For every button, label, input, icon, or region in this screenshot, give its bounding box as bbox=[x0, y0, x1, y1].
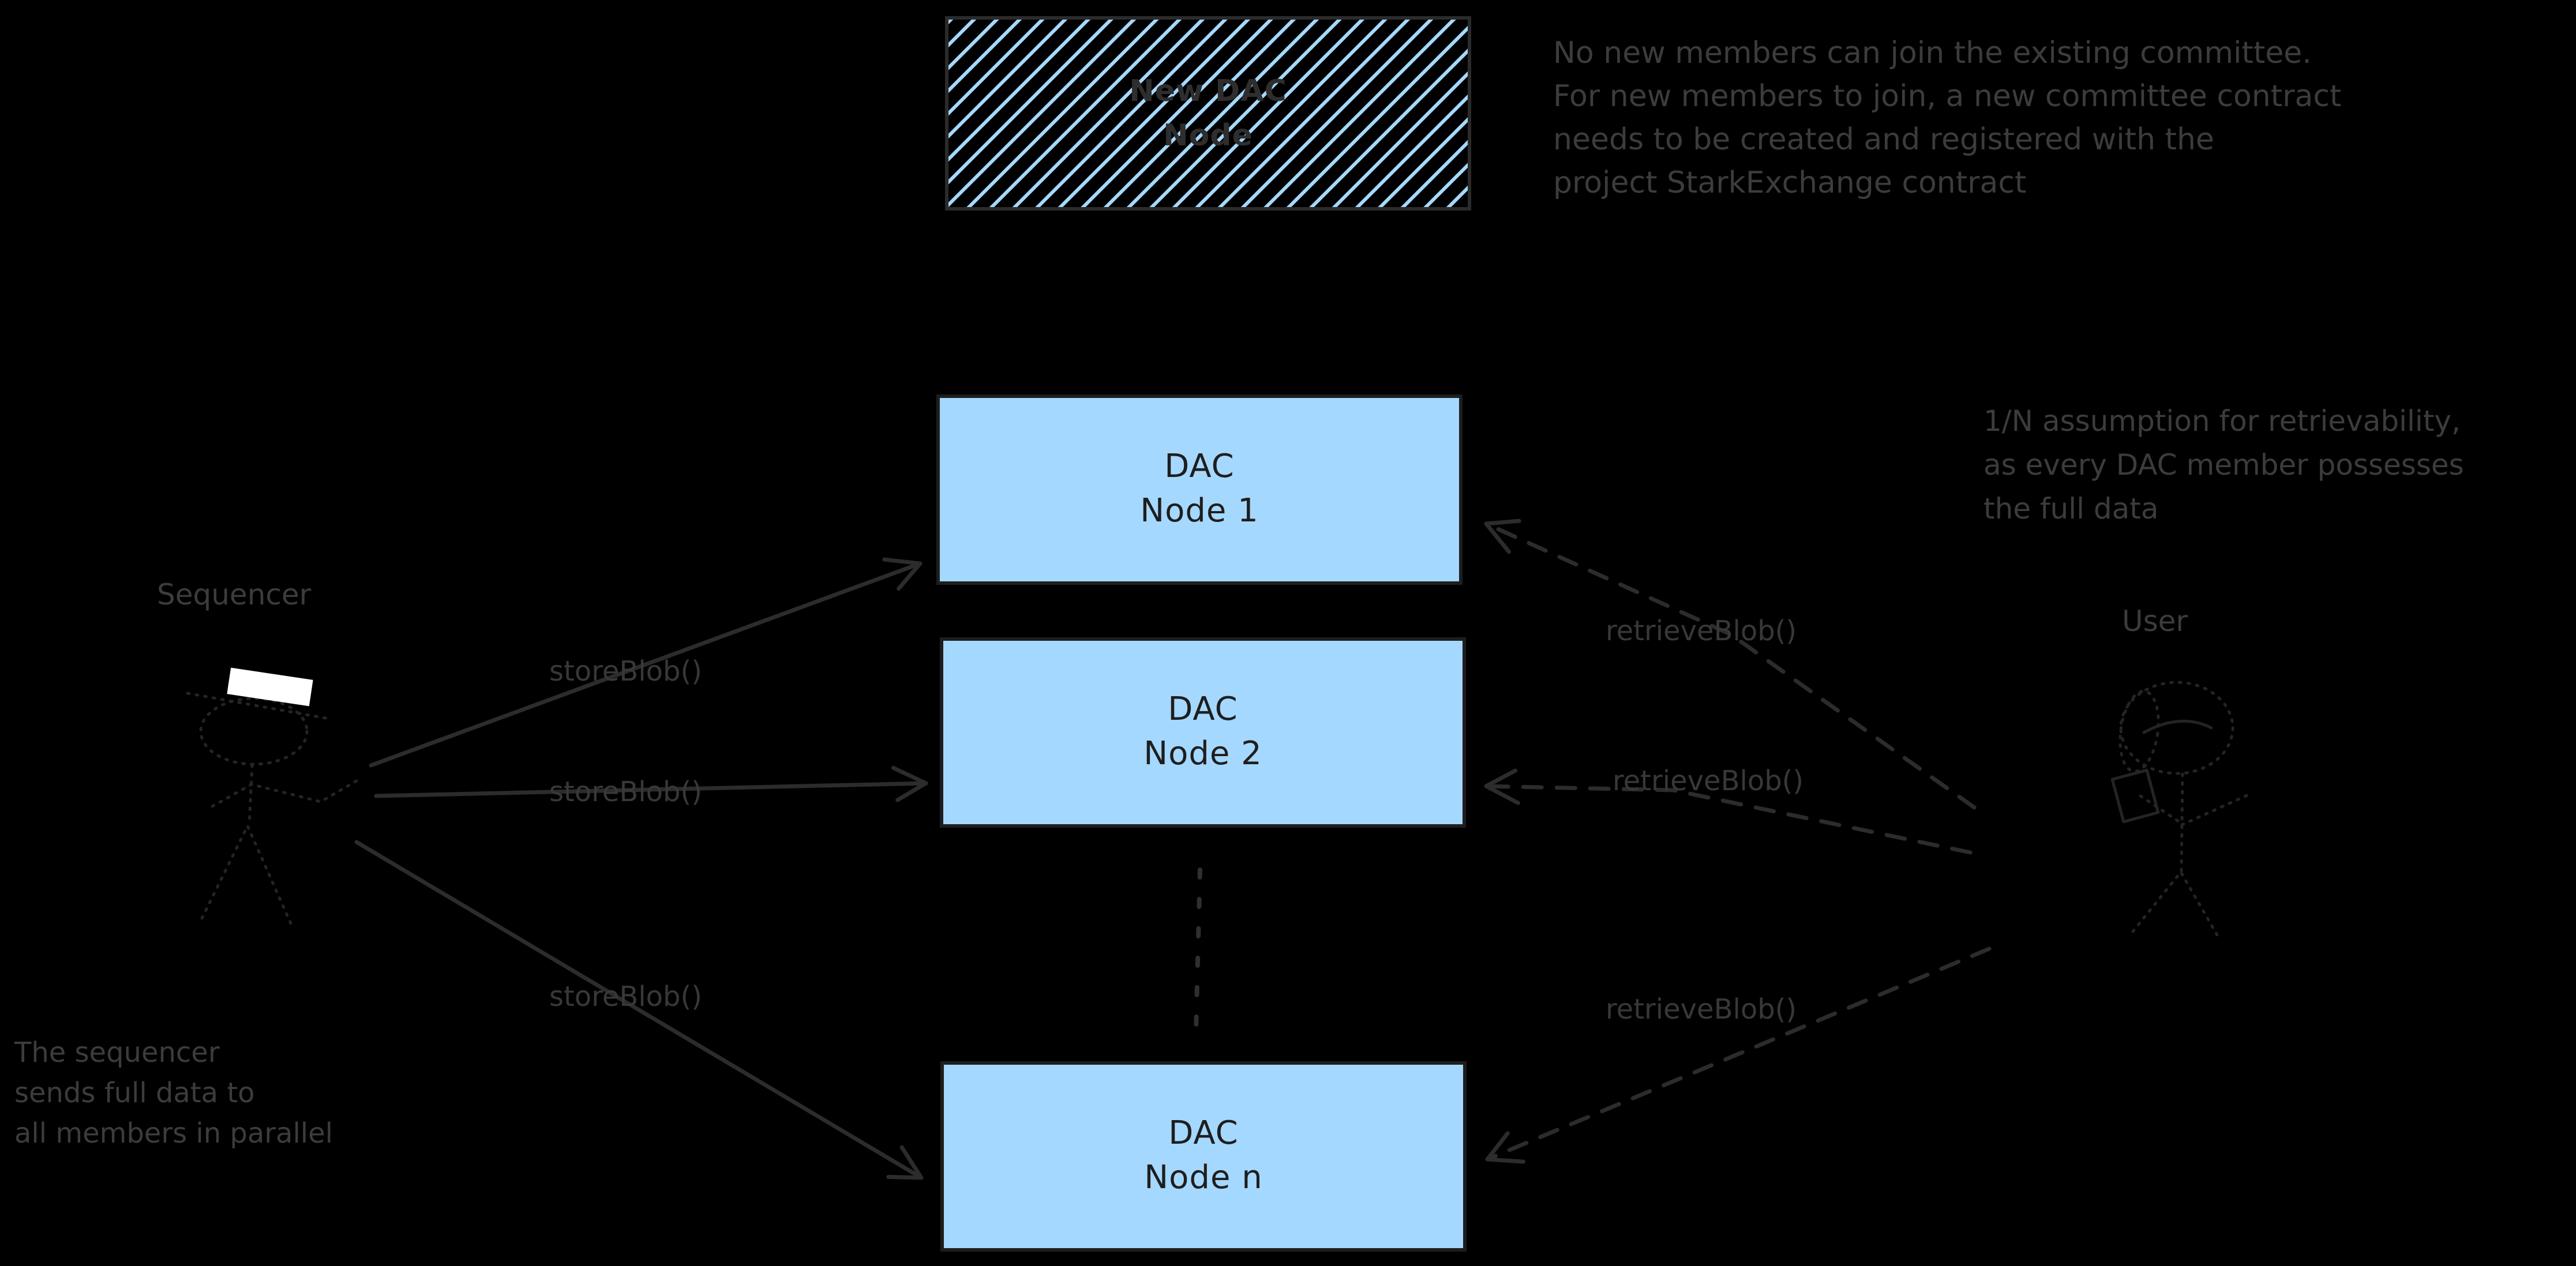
note-committee-line3: needs to be created and registered with … bbox=[1553, 122, 2214, 157]
user-label: User bbox=[2122, 604, 2188, 638]
note-parallel-line3: all members in parallel bbox=[14, 1117, 333, 1149]
note-parallel-line2: sends full data to bbox=[14, 1077, 255, 1109]
retrieve-blob-label-3: retrieveBlob() bbox=[1606, 993, 1797, 1025]
sequencer-legs bbox=[200, 824, 293, 925]
user-phone-icon bbox=[2110, 768, 2160, 824]
note-committee-line2: For new members to join, a new committee… bbox=[1553, 79, 2342, 114]
retrieve-blob-arrow-1 bbox=[1484, 519, 1977, 810]
retrieve-blob-label-1: retrieveBlob() bbox=[1606, 615, 1797, 647]
retrieve-blob-label-2: retrieveBlob() bbox=[1613, 765, 1804, 797]
user-ponytail bbox=[2118, 690, 2160, 773]
store-blob-arrow-1 bbox=[369, 557, 923, 768]
note-committee-line1: No new members can join the existing com… bbox=[1553, 36, 2312, 70]
user-legs bbox=[2131, 870, 2221, 941]
note-committee-line4: project StarkExchange contract bbox=[1553, 166, 2027, 200]
dac-node-2-box: DAC Node 2 bbox=[940, 637, 1466, 828]
retrieve-blob-arrow-2 bbox=[1484, 768, 1973, 855]
dac-node-1-label-line2: Node 1 bbox=[1140, 492, 1259, 529]
store-blob-label-3: storeBlob() bbox=[549, 981, 702, 1013]
sequencer-head bbox=[199, 697, 309, 766]
sequencer-hat-brim bbox=[186, 692, 333, 721]
store-blob-label-1: storeBlob() bbox=[549, 655, 702, 688]
note-retrievability-line2: as every DAC member possesses bbox=[1983, 448, 2464, 482]
retrieve-blob-arrow-3 bbox=[1485, 946, 1992, 1164]
user-hair-fringe bbox=[2142, 719, 2213, 734]
note-sequencer-parallel: The sequencer sends full data to all mem… bbox=[14, 1032, 333, 1154]
sequencer-hat-icon bbox=[227, 667, 313, 707]
sequencer-body bbox=[248, 763, 254, 827]
dac-node-n-label: DAC Node n bbox=[944, 1065, 1463, 1200]
dac-node-1-box: DAC Node 1 bbox=[936, 395, 1463, 585]
note-parallel-line1: The sequencer bbox=[14, 1036, 220, 1069]
note-retrievability-assumption: 1/N assumption for retrievability, as ev… bbox=[1983, 399, 2464, 531]
user-body bbox=[2180, 772, 2184, 874]
dac-node-2-label-line2: Node 2 bbox=[1143, 735, 1262, 772]
store-blob-arrow-3 bbox=[354, 840, 924, 1180]
store-blob-arrow-2 bbox=[374, 765, 928, 802]
sequencer-arms bbox=[211, 776, 364, 808]
note-committee-rules: No new members can join the existing com… bbox=[1553, 32, 2341, 205]
note-retrievability-line3: the full data bbox=[1983, 492, 2159, 525]
dac-node-1-label: DAC Node 1 bbox=[940, 398, 1459, 533]
dac-node-1-label-line1: DAC bbox=[1164, 448, 1235, 485]
new-dac-node-label-line2: Node bbox=[1163, 118, 1253, 153]
note-retrievability-line1: 1/N assumption for retrievability, bbox=[1983, 404, 2461, 438]
sequencer-figure bbox=[186, 667, 364, 925]
user-arms bbox=[2139, 793, 2250, 827]
dac-node-2-label: DAC Node 2 bbox=[943, 641, 1463, 776]
user-head bbox=[2119, 681, 2234, 775]
new-dac-node-label: New DAC Node bbox=[948, 20, 1468, 158]
store-blob-label-2: storeBlob() bbox=[549, 776, 702, 808]
new-dac-node-box-hatched: New DAC Node bbox=[945, 16, 1471, 211]
continuation-dotted-line bbox=[1194, 867, 1202, 1034]
dac-node-n-label-line2: Node n bbox=[1144, 1159, 1263, 1196]
dac-node-2-label-line1: DAC bbox=[1168, 690, 1238, 728]
new-dac-node-label-line1: New DAC bbox=[1129, 74, 1287, 108]
user-figure bbox=[2110, 681, 2250, 941]
sequencer-label: Sequencer bbox=[157, 578, 312, 611]
dac-node-n-label-line1: DAC bbox=[1168, 1114, 1239, 1152]
dac-node-n-box: DAC Node n bbox=[940, 1061, 1467, 1252]
